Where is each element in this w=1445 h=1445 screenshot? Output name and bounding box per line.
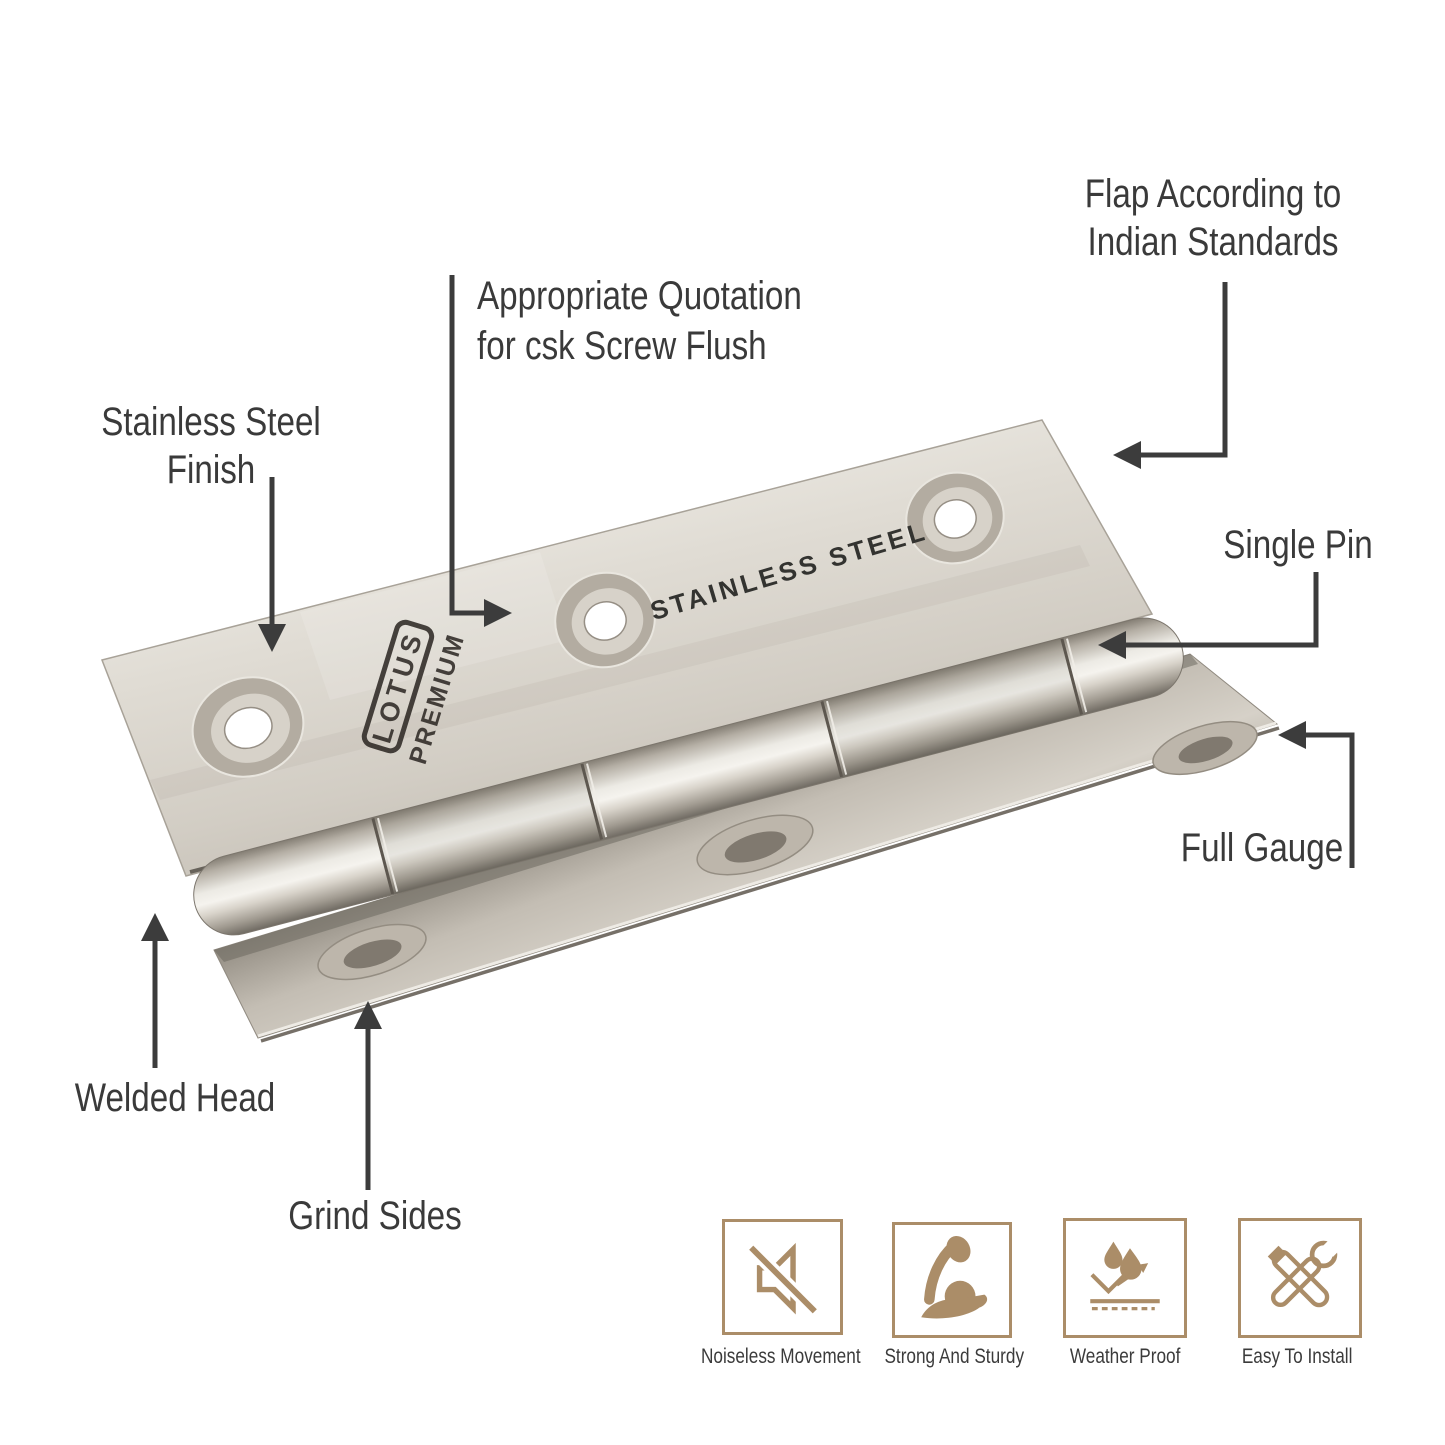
callout-stainless-finish: Stainless Steel Finish (36, 398, 386, 494)
hinge-knuckle (193, 617, 1184, 936)
callout-text: Finish (166, 448, 256, 492)
feature-label-text: Noiseless Movement (701, 1344, 861, 1368)
feature-label-text: Weather Proof (1069, 1344, 1181, 1368)
callout-text: Welded Head (74, 1076, 276, 1120)
feature-label-strong: Strong And Sturdy (834, 1344, 1074, 1369)
callout-arrowheads (141, 441, 1306, 1029)
feature-box-weather (1063, 1218, 1187, 1338)
feature-label-install: Easy To Install (1177, 1344, 1417, 1369)
arrow-flap-standards (1138, 282, 1228, 458)
flap-screw-hole (696, 814, 814, 876)
leaf-screw-hole (905, 471, 1005, 565)
feature-label-text: Strong And Sturdy (884, 1344, 1024, 1368)
arrow-full-gauge (1303, 732, 1355, 868)
callout-text: Grind Sides (288, 1194, 462, 1238)
water-drops-icon (1090, 1241, 1160, 1311)
callout-text: Single Pin (1223, 523, 1373, 567)
callout-arrows (152, 275, 1355, 1190)
feature-label-noiseless: Noiseless Movement (661, 1344, 901, 1369)
leaf-screw-hole (191, 676, 305, 778)
callout-text: Full Gauge (1180, 826, 1344, 870)
callout-welded-head: Welded Head (0, 1074, 350, 1122)
callout-text: Stainless Steel (101, 400, 321, 444)
callout-flap-standards: Flap According to Indian Standards (1023, 170, 1403, 266)
leaf-screw-hole (554, 571, 656, 669)
feature-box-noiseless (722, 1219, 843, 1335)
callout-text: Flap According to (1084, 172, 1342, 216)
feature-box-strong (892, 1222, 1012, 1338)
flap-screw-hole (317, 923, 427, 981)
arrow-single-pin (1123, 572, 1319, 648)
feature-label-text: Easy To Install (1241, 1344, 1353, 1368)
flap-screw-hole (1152, 720, 1258, 776)
crossed-tools-icon (1267, 1235, 1343, 1308)
arrow-csk-quotation (449, 275, 487, 616)
callout-text: Indian Standards (1087, 220, 1339, 264)
callout-text: Appropriate Quotation (477, 274, 802, 318)
muted-speaker-icon (745, 1242, 820, 1317)
feature-label-weather: Weather Proof (1005, 1344, 1245, 1369)
feature-box-install (1238, 1218, 1362, 1338)
flexed-arm-icon (921, 1235, 988, 1319)
callout-csk-quotation: Appropriate Quotation for csk Screw Flus… (477, 271, 897, 371)
callout-full-gauge: Full Gauge (1087, 824, 1437, 872)
hinge-back-leaf: STAINLESS STEEL LOTUS PREMIUM (100, 419, 1154, 877)
callout-text: for csk Screw Flush (477, 324, 767, 368)
callout-grind-sides: Grind Sides (200, 1192, 550, 1240)
callout-single-pin: Single Pin (1123, 521, 1445, 569)
